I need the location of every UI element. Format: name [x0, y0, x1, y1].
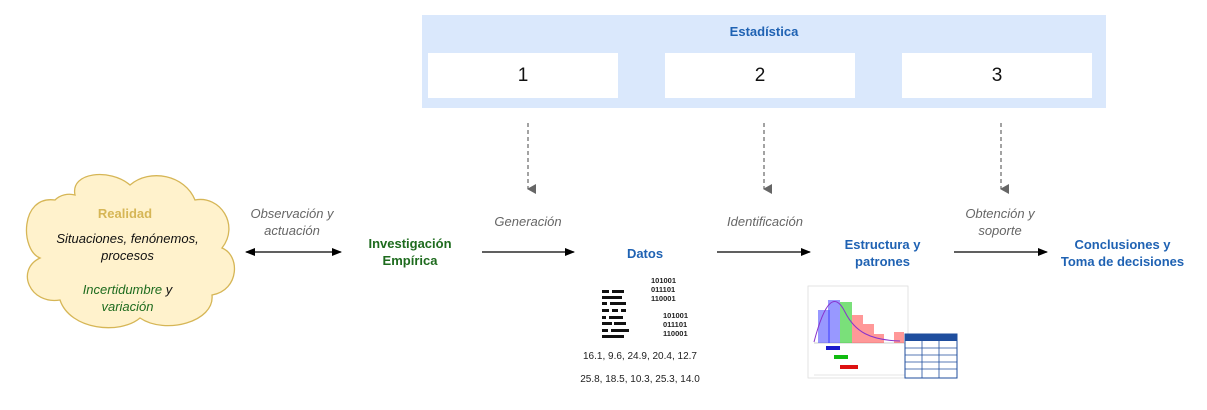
statistics-panel: Estadística 1 2 3: [422, 15, 1106, 108]
data-numbers-row-1: 16.1, 9.6, 24.9, 20.4, 12.7: [583, 351, 697, 362]
observation-label-line-2: actuación: [264, 223, 320, 238]
data-numbers-row-2: 25.8, 18.5, 10.3, 25.3, 14.0: [580, 374, 700, 385]
reality-cloud: [25, 173, 235, 329]
statistics-title: Estadística: [729, 24, 799, 39]
investigation-line-2: Empírica: [382, 253, 438, 268]
and-word: y: [162, 282, 173, 297]
reality-title: Realidad: [97, 206, 153, 221]
binary-top-2: 011101: [651, 285, 676, 294]
observation-label: Observación y actuación: [232, 205, 352, 239]
structure-line-2: patrones: [855, 254, 910, 269]
data-node: Datos: [626, 246, 664, 261]
reality-line-2: procesos: [101, 248, 154, 263]
uncertainty-word: Incertidumbre: [82, 282, 163, 297]
structure-line-1: Estructura y: [844, 237, 921, 252]
reality-description: Situaciones, fenónemos, procesos: [35, 230, 220, 264]
binary-bottom-1: 101001: [663, 311, 689, 320]
table-image: [904, 333, 958, 379]
obtention-label-line-1: Obtención y: [965, 206, 1035, 221]
conclusions-line-1: Conclusiones y: [1074, 237, 1171, 252]
conclusions-line-2: Toma de decisiones: [1060, 254, 1185, 269]
binary-block-top: 101001 011101 110001: [651, 276, 676, 303]
reality-line-1: Situaciones, fenónemos,: [56, 231, 199, 246]
reality-uncertainty: Incertidumbre y variación: [35, 281, 220, 315]
investigation-line-1: Investigación: [368, 236, 452, 251]
binary-top-3: 110001: [651, 294, 676, 303]
step-box-1: 1: [428, 53, 618, 98]
binary-top-1: 101001: [651, 276, 677, 285]
binary-bottom-3: 110001: [663, 329, 688, 338]
data-bars-icon: [602, 290, 629, 338]
identification-label: Identificación: [727, 214, 803, 229]
binary-bottom-2: 011101: [663, 320, 688, 329]
variation-word: variación: [101, 299, 154, 314]
observation-label-line-1: Observación y: [250, 206, 334, 221]
binary-block-bottom: 101001 011101 110001: [663, 311, 688, 338]
histogram-image: [807, 285, 909, 379]
obtention-label-line-2: soporte: [978, 223, 1022, 238]
obtention-label: Obtención y soporte: [940, 205, 1060, 239]
investigation-node: Investigación Empírica: [345, 235, 475, 269]
structure-node: Estructura y patrones: [820, 236, 945, 270]
step-box-2: 2: [665, 53, 855, 98]
generation-label: Generación: [494, 214, 562, 229]
conclusions-node: Conclusiones y Toma de decisiones: [1040, 236, 1205, 270]
step-box-3: 3: [902, 53, 1092, 98]
